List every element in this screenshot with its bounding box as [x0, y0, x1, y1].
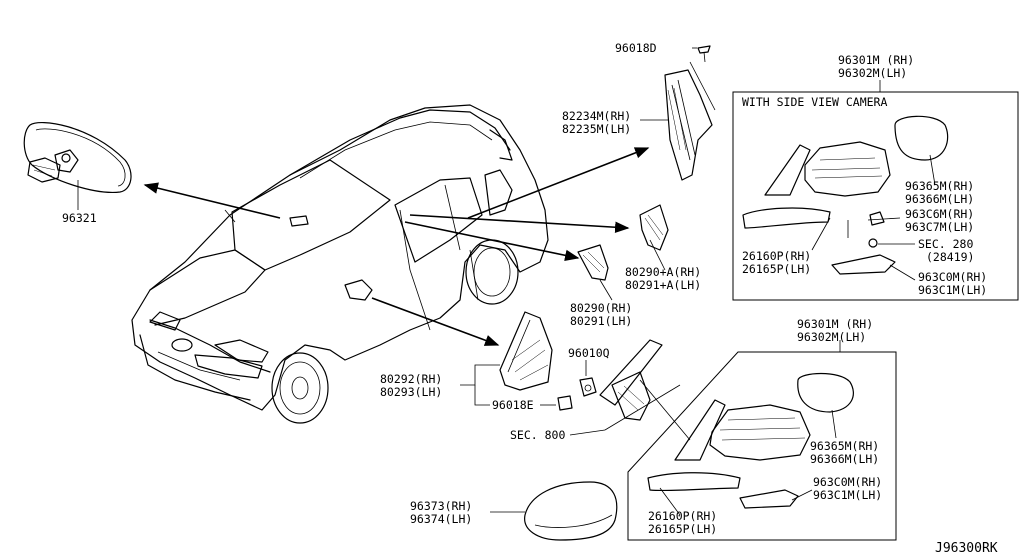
- camera-mirror-assembly: [742, 115, 949, 275]
- label-26165P-bottom: 26165P(LH): [648, 522, 717, 536]
- label-963C0M-bottom: 963C0M(RH): [813, 475, 882, 489]
- label-96018D: 96018D: [615, 41, 657, 55]
- pointer-arrows: [143, 147, 650, 346]
- camera-box-header: WITH SIDE VIEW CAMERA: [742, 95, 887, 109]
- label-96301M-bottom: 96301M (RH): [797, 317, 873, 331]
- interior-mirror-part: [23, 122, 132, 193]
- diagram-code: J96300RK: [935, 541, 998, 556]
- lower-trim-part: [499, 311, 597, 411]
- vehicle-outline: [131, 104, 549, 424]
- door-corner-part: [599, 339, 691, 441]
- label-sec280: SEC. 280: [918, 237, 973, 251]
- label-96366M-bottom: 96366M(LH): [810, 452, 879, 466]
- label-96366M-top: 96366M(LH): [905, 192, 974, 206]
- corner-cover-part: [664, 45, 716, 181]
- mirror-assembly: [647, 372, 854, 509]
- label-96365M-top: 96365M(RH): [905, 179, 974, 193]
- label-80290: 80290(RH): [570, 301, 632, 315]
- label-96010Q: 96010Q: [568, 346, 610, 360]
- label-80291: 80291(LH): [570, 314, 632, 328]
- label-963C1M-bottom: 963C1M(LH): [813, 488, 882, 502]
- label-26165P-top: 26165P(LH): [742, 262, 811, 276]
- label-82234M: 82234M(RH): [562, 109, 631, 123]
- label-963C0M-top: 963C0M(RH): [918, 270, 987, 284]
- label-26160P-top: 26160P(RH): [742, 249, 811, 263]
- label-96301M-top: 96301M (RH): [838, 53, 914, 67]
- label-96302M-bottom: 96302M(LH): [797, 330, 866, 344]
- label-963C6M: 963C6M(RH): [905, 207, 974, 221]
- label-96374: 96374(LH): [410, 512, 472, 526]
- label-96018E: 96018E: [492, 398, 534, 412]
- leader-lines: [77, 80, 936, 516]
- label-sec800: SEC. 800: [510, 428, 565, 442]
- camera-variant-box: [732, 91, 1019, 301]
- label-963C1M-top: 963C1M(LH): [918, 283, 987, 297]
- label-96365M-bottom: 96365M(RH): [810, 439, 879, 453]
- label-80293: 80293(LH): [380, 385, 442, 399]
- standard-variant-box: [627, 351, 897, 541]
- label-80290A: 80290+A(RH): [625, 265, 701, 279]
- label-96373: 96373(RH): [410, 499, 472, 513]
- label-963C7M: 963C7M(LH): [905, 220, 974, 234]
- label-96302M-top: 96302M(LH): [838, 66, 907, 80]
- label-82235M: 82235M(LH): [562, 122, 631, 136]
- label-96321: 96321: [62, 211, 97, 225]
- part-labels: 96018D 82234M(RH) 82235M(LH) 96321 96301…: [62, 41, 998, 556]
- pillar-trim-parts: [577, 204, 669, 281]
- label-sec280-sub: (28419): [926, 250, 974, 264]
- label-80292: 80292(RH): [380, 372, 442, 386]
- label-26160P-bottom: 26160P(RH): [648, 509, 717, 523]
- label-80291A: 80291+A(LH): [625, 278, 701, 292]
- mirror-cover-part: [524, 481, 618, 541]
